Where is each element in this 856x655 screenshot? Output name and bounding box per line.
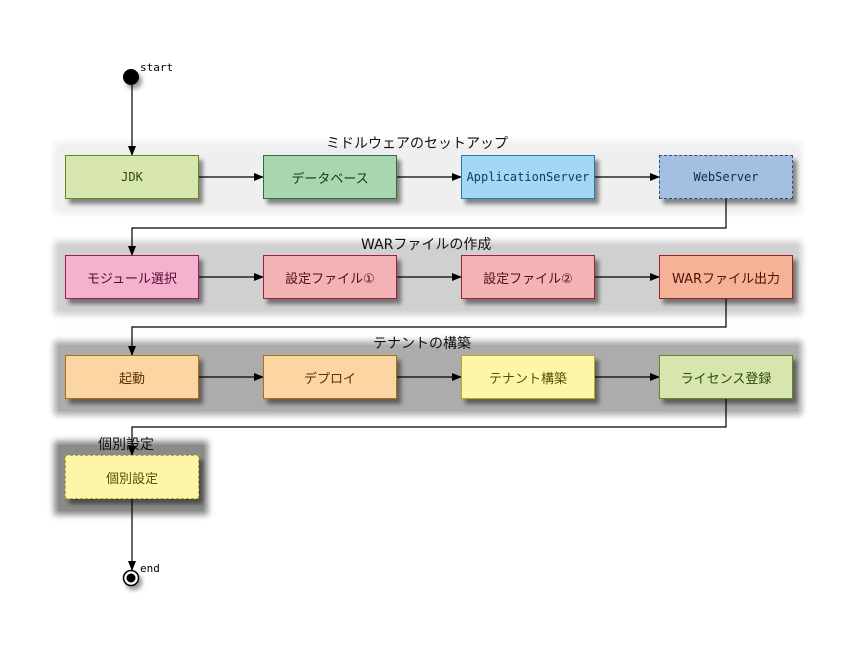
action-application-server[interactable]: ApplicationServer xyxy=(461,155,595,199)
action-web-server[interactable]: WebServer xyxy=(659,155,793,199)
action-war-output[interactable]: WARファイル出力 xyxy=(659,255,793,299)
edge-lane1-to-lane2 xyxy=(128,299,727,356)
action-deploy[interactable]: デプロイ xyxy=(263,355,397,399)
lane-title-middleware-setup: ミドルウェアのセットアップ xyxy=(326,136,508,152)
edge-lane0-to-lane1 xyxy=(128,199,727,256)
action-tenant-build[interactable]: テナント構築 xyxy=(461,355,595,399)
action-license-register[interactable]: ライセンス登録 xyxy=(659,355,793,399)
action-individual-settings[interactable]: 個別設定 xyxy=(65,455,199,499)
action-startup[interactable]: 起動 xyxy=(65,355,199,399)
action-database[interactable]: データベース xyxy=(263,155,397,199)
start-label: start xyxy=(140,61,174,74)
action-jdk[interactable]: JDK xyxy=(65,155,199,199)
lane-title-war-creation: WARファイルの作成 xyxy=(361,237,492,253)
action-module-select[interactable]: モジュール選択 xyxy=(65,255,199,299)
end-node-icon xyxy=(122,569,140,587)
end-label: end xyxy=(140,562,160,575)
edge-lane2-to-lane3 xyxy=(128,399,727,456)
lane-title-individual-settings: 個別設定 xyxy=(98,437,154,453)
action-config-file-1[interactable]: 設定ファイル① xyxy=(263,255,397,299)
lane-title-tenant-build: テナントの構築 xyxy=(373,336,471,352)
action-config-file-2[interactable]: 設定ファイル② xyxy=(461,255,595,299)
start-node-icon xyxy=(123,69,139,85)
